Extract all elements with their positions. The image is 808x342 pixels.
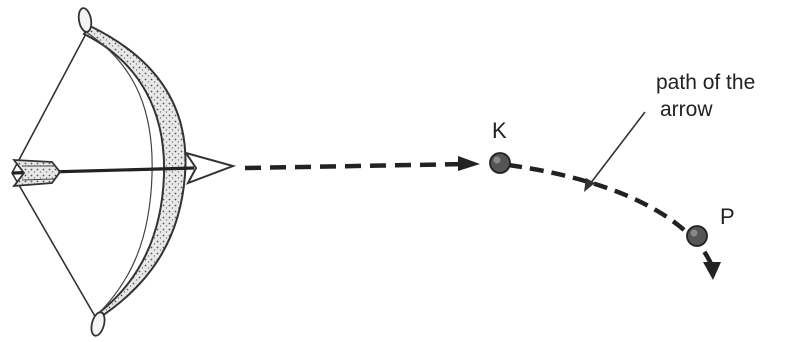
bow-bottom-tip — [90, 311, 106, 337]
point-k-marker — [489, 152, 511, 174]
arrow-path — [244, 156, 721, 280]
path-label-pointer — [584, 111, 646, 192]
arrow — [11, 151, 237, 188]
path-end-arrowhead — [703, 262, 721, 280]
path-curved-segment — [507, 162, 715, 267]
path-straight-segment — [244, 161, 469, 171]
path-label-line2: arrow — [660, 98, 713, 121]
bow-inner-edge — [85, 31, 153, 315]
point-p-marker — [686, 225, 708, 247]
path-label-line1: path of the — [656, 71, 756, 94]
bow — [11, 7, 187, 337]
bow-top-tip — [77, 7, 93, 33]
bow-limb — [82, 24, 187, 323]
point-p-label: P — [720, 204, 735, 229]
point-k-label: K — [492, 118, 507, 143]
arrowhead — [183, 151, 237, 185]
path-direction-arrowhead — [458, 156, 480, 171]
